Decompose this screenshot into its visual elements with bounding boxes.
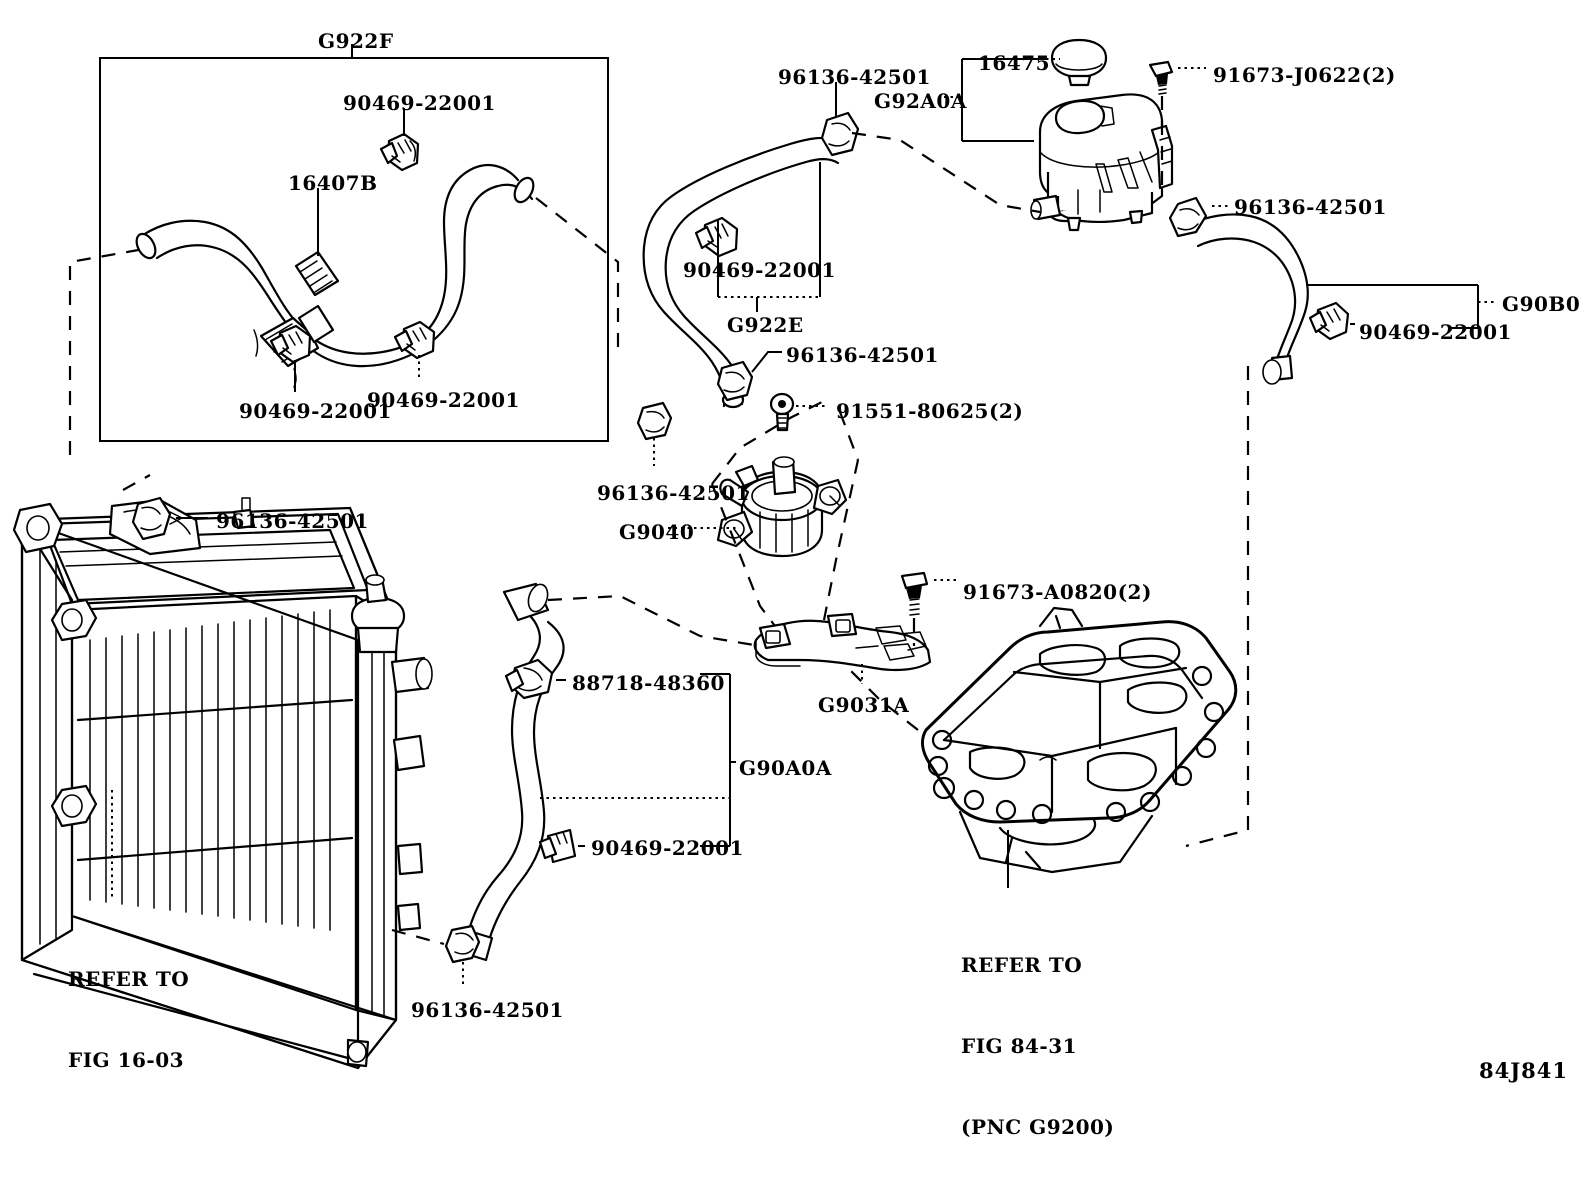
label-pump-g9040: G9040 [619, 520, 695, 544]
clamp-90469-part-d [694, 216, 739, 258]
label-g92a0a-group: G92A0A [874, 89, 967, 113]
g922e-bracket [717, 162, 821, 312]
hose-g90a0a [457, 582, 565, 962]
refer-radiator-line-2: FIG 16-03 [68, 1048, 185, 1072]
clamp-96136-part-b [716, 351, 782, 402]
refer-inverter-line-3: (PNC G9200) [961, 1115, 1115, 1139]
inverter-assembly [921, 606, 1238, 888]
clamp-96136-part-d [122, 474, 208, 541]
assembly-dash-inverter [849, 669, 919, 731]
label-clamp-96136-right: 96136-42501 [1234, 195, 1387, 219]
assembly-dash-tank [851, 131, 1041, 214]
leaders-g922f [294, 108, 420, 392]
g922f-group-box [99, 44, 609, 442]
clamp-90469-part-a [379, 132, 420, 172]
label-clamp-lower-mid: 90469-22001 [367, 388, 520, 412]
figure-code: 84J841 [1479, 1058, 1568, 1083]
hose-g90b0 [1168, 196, 1309, 385]
refer-to-radiator: REFER TO FIG 16-03 [68, 912, 189, 1128]
label-clamp-96136-left2: 96136-42501 [597, 481, 750, 505]
cap-16475-part [1050, 38, 1108, 87]
bolt-91551-80625-part [769, 392, 828, 432]
bolt-91673-j0622-part [1148, 60, 1206, 186]
label-clamp-96136-top: 96136-42501 [778, 65, 931, 89]
assembly-dash-left [68, 197, 620, 455]
water-pump-g9040 [668, 456, 848, 558]
clip-16407b-part [294, 250, 340, 297]
bracket-g9031a-part [753, 612, 932, 684]
clamp-90469-part-b [269, 324, 312, 364]
assembly-dash-center [547, 594, 761, 648]
label-cap-16475: 16475 [978, 51, 1051, 75]
refer-radiator-line-1: REFER TO [68, 967, 190, 991]
radiator-assembly [12, 497, 433, 1070]
g90b0-bracket [1306, 284, 1496, 329]
clamp-90469-part-f [538, 828, 585, 864]
label-bracket-g9031a: G9031A [818, 693, 910, 717]
diagram-artwork: .s { fill:none; stroke:#000; stroke-widt… [12, 38, 1496, 1070]
label-clamp-96136-bot: 96136-42501 [411, 998, 564, 1022]
reservoir-tank [1030, 38, 1174, 232]
label-g90a0a-group: G90A0A [739, 756, 832, 780]
label-clamp-90469-right: 90469-22001 [1359, 320, 1512, 344]
assembly-dash-pump [710, 397, 860, 647]
label-clamp-90469-bot: 90469-22001 [591, 836, 744, 860]
label-clamp-90469-mid: 90469-22001 [683, 258, 836, 282]
label-g922f-group: G922F [318, 29, 394, 53]
label-clamp-96136-mid: 96136-42501 [786, 343, 939, 367]
label-g90b0-group: G90B0 [1502, 292, 1581, 316]
clamp-90469-part-c [393, 320, 436, 360]
label-bolt-91551-80625: 91551-80625(2) [836, 399, 1024, 423]
refer-to-inverter: REFER TO FIG 84-31 (PNC G9200) [961, 898, 1114, 1195]
label-clamp-88718: 88718-48360 [572, 671, 725, 695]
refer-inverter-line-2: FIG 84-31 [961, 1034, 1078, 1058]
label-bolt-91673-a0820: 91673-A0820(2) [963, 580, 1152, 604]
label-g922e-group: G922E [727, 313, 804, 337]
assembly-dash-right [1185, 366, 1250, 848]
clamp-96136-part-c [636, 401, 673, 466]
clamp-96136-part-e [391, 924, 481, 988]
label-clamp-lower-left: 90469-22001 [239, 399, 392, 423]
clamp-88718-part [504, 658, 566, 700]
g92a0a-bracket [944, 58, 1060, 142]
parts-diagram-canvas: .s { fill:none; stroke:#000; stroke-widt… [12, 29, 1581, 1139]
bolt-91673-a0820-part [900, 571, 956, 646]
label-clamp-96136-rad: 96136-42501 [216, 509, 369, 533]
clamp-96136-part-a [820, 82, 860, 157]
g90a0a-bracket [540, 673, 736, 847]
refer-inverter-line-1: REFER TO [961, 953, 1083, 977]
label-clip-16407b: 16407B [288, 171, 378, 195]
label-bolt-91673-j0622: 91673-J0622(2) [1213, 63, 1396, 87]
label-clamp-top-left: 90469-22001 [343, 91, 496, 115]
clamp-90469-part-e [1308, 301, 1355, 341]
